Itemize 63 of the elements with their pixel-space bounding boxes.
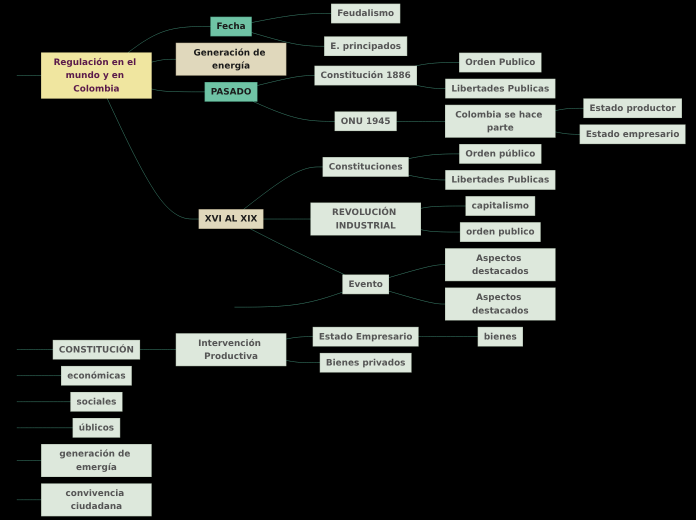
connector	[16, 75, 42, 76]
connector	[388, 264, 446, 278]
connector	[555, 132, 581, 134]
node-box: convivencia ciudadana	[42, 483, 152, 516]
connector	[408, 154, 460, 159]
node-box: Regulación en el mundo y en Colombia	[42, 52, 152, 99]
node-box: Constituciones	[323, 157, 410, 177]
connector	[396, 121, 446, 122]
node-box: Libertades Publicas	[446, 78, 556, 98]
node-box: Evento	[342, 274, 390, 294]
connector	[152, 88, 206, 92]
node-box: Bienes privados	[320, 352, 412, 373]
connector	[152, 58, 177, 62]
connector	[388, 290, 446, 304]
node-box: generación de emergía	[42, 444, 152, 477]
node-box: Fecha	[210, 16, 252, 36]
connector	[16, 460, 42, 461]
connector	[253, 101, 336, 122]
node-box: Aspectos destacados	[445, 248, 556, 282]
node-box: Estado empresario	[580, 124, 686, 144]
node-box: Libertades Publicas	[446, 170, 556, 190]
node-box: E. principados	[324, 36, 408, 56]
connector	[128, 26, 212, 53]
connector	[252, 32, 326, 46]
connector	[16, 349, 54, 350]
connector	[555, 108, 584, 111]
node-box: Colombia se hace parte	[445, 104, 556, 138]
node-box: bienes	[478, 326, 524, 347]
node-box: orden publico	[460, 222, 542, 242]
connector	[140, 349, 177, 350]
node-box: Feudalismo	[331, 4, 401, 24]
connector	[244, 166, 324, 210]
connector	[420, 206, 466, 209]
connector	[408, 174, 446, 180]
node-box: CONSTITUCIÓN	[53, 340, 140, 360]
node-box: Orden Publico	[460, 52, 542, 72]
node-box: ONU 1945	[335, 111, 398, 132]
node-box: Aspectos destacados	[445, 288, 556, 320]
connector	[415, 62, 460, 66]
connector	[286, 360, 321, 363]
node-box: Generación de energía	[176, 42, 287, 76]
node-box: úblicos	[73, 418, 121, 438]
node-box: Estado Empresario	[313, 326, 420, 347]
connector	[234, 292, 344, 308]
node-box: XVI AL XIX	[199, 209, 264, 229]
node-box: REVOLUCIÓN INDUSTRIAL	[310, 202, 422, 236]
node-box: Orden público	[460, 144, 542, 164]
node-box: PASADO	[204, 82, 258, 102]
connector	[420, 229, 461, 232]
node-box: Intervención Productiva	[176, 333, 287, 366]
node-box: capitalismo	[466, 196, 536, 216]
connector	[263, 218, 312, 220]
node-box: Estado productor	[584, 98, 682, 118]
connector	[107, 98, 200, 220]
connector	[250, 228, 346, 276]
connector	[257, 75, 316, 86]
connector	[286, 336, 314, 340]
node-box: Constitución 1886	[314, 66, 418, 86]
node-box: económicas	[61, 366, 132, 386]
connector	[252, 13, 332, 23]
connector	[415, 84, 446, 89]
connector	[418, 336, 479, 337]
node-box: sociales	[70, 392, 123, 412]
